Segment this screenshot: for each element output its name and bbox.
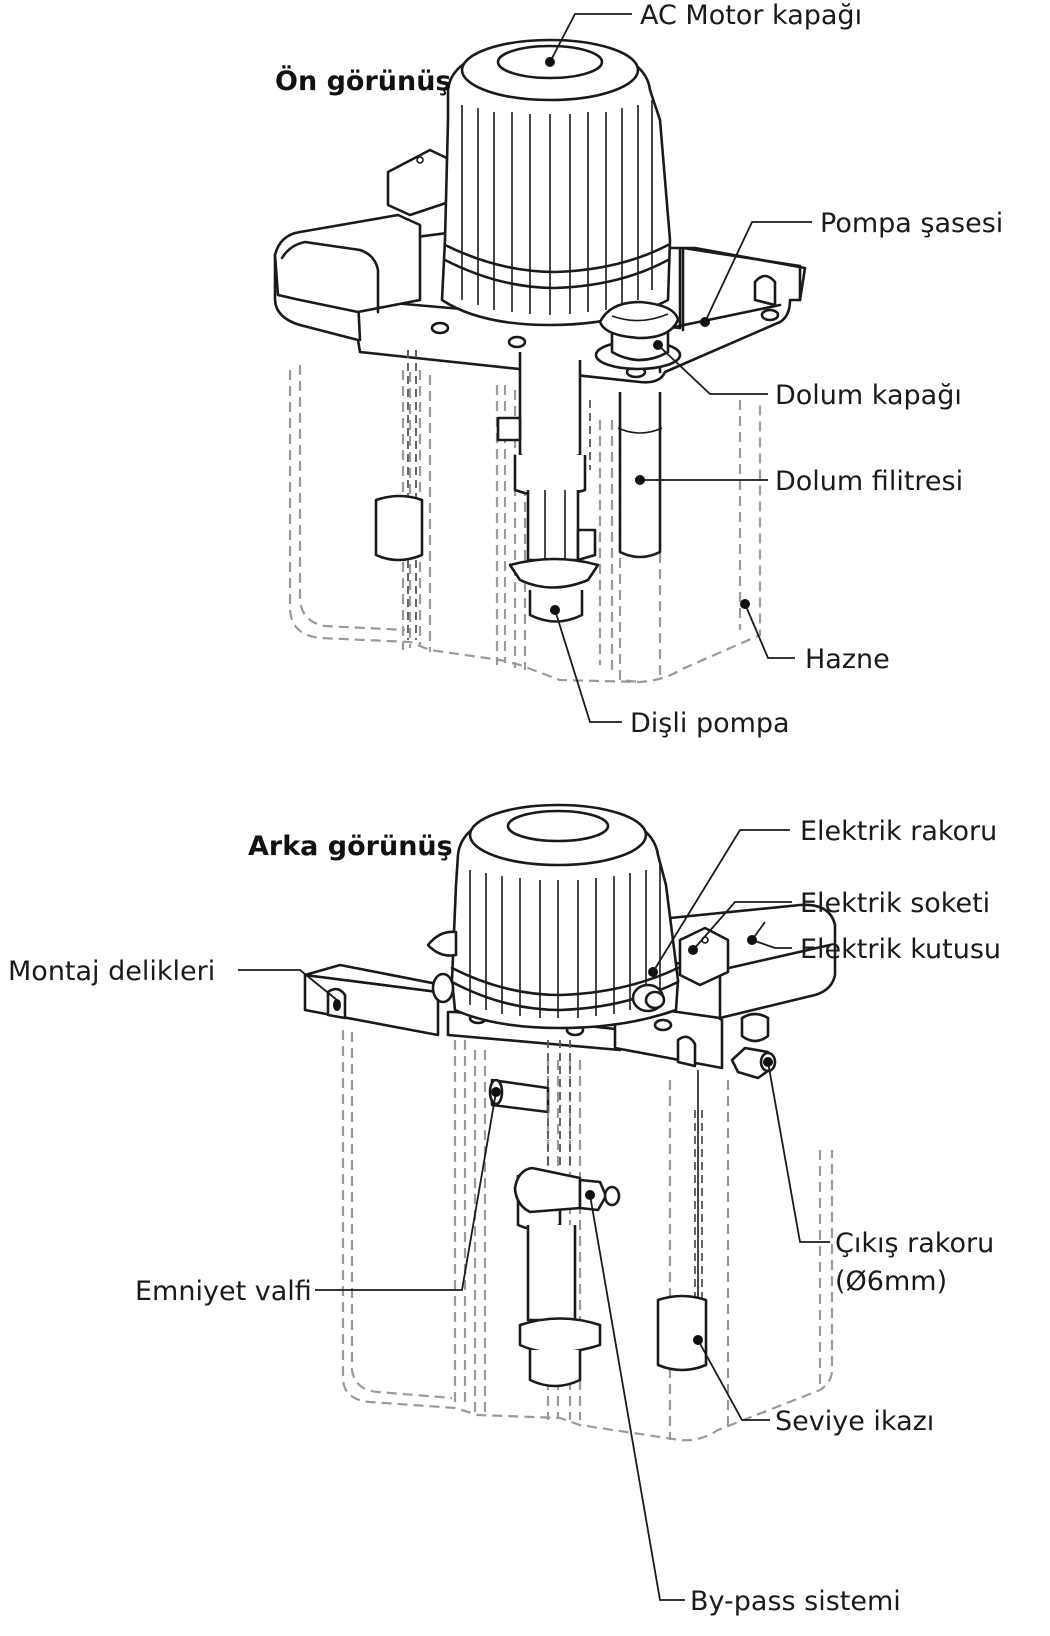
label-fill-filter: Dolum filitresi: [775, 466, 963, 497]
rear-safety-valve: [488, 1040, 621, 1388]
front-view-title: Ön görünüş: [275, 64, 452, 97]
label-electric-box: Elektrik kutusu: [800, 934, 1001, 965]
rear-outlet-fitting: [730, 1046, 777, 1080]
rear-electric-fitting: [631, 967, 666, 1013]
front-electric-box: [273, 148, 457, 314]
label-electric-fitting: Elektrik rakoru: [800, 816, 997, 847]
front-leader-lines: [545, 13, 812, 723]
label-electric-socket: Elektrik soketi: [800, 888, 990, 919]
front-fill-filter: [617, 392, 663, 559]
label-mounting-holes: Montaj delikleri: [8, 956, 215, 987]
label-fill-cap: Dolum kapağı: [775, 380, 962, 411]
rear-level-float: [656, 1070, 708, 1372]
label-pump-chassis: Pompa şasesi: [820, 208, 1003, 239]
rear-ac-motor-cover: [426, 803, 680, 1030]
rear-leader-lines: [238, 829, 830, 1601]
rear-view-drawing: Arka görünüş: [248, 803, 837, 1442]
label-reservoir: Hazne: [805, 644, 890, 675]
front-level-float: [374, 350, 424, 640]
label-bypass-system: By-pass sistemi: [690, 1586, 901, 1617]
front-ac-motor-cover: [440, 38, 672, 327]
rear-reservoir: [341, 1030, 834, 1442]
rear-view-title: Arka görünüş: [248, 831, 453, 862]
label-outlet-fitting: Çıkış rakoru: [835, 1228, 994, 1259]
label-outlet-fitting-size: (Ø6mm): [835, 1266, 947, 1297]
front-fill-cap: [594, 300, 682, 371]
label-safety-valve: Emniyet valfi: [135, 1276, 312, 1307]
front-view-drawing: Ön görünüş: [273, 38, 807, 684]
front-gear-pump: [496, 352, 600, 623]
label-gear-pump: Dişli pompa: [630, 708, 790, 739]
label-level-warning: Seviye ikazı: [775, 1406, 934, 1437]
label-ac-motor-cover: AC Motor kapağı: [640, 0, 862, 31]
